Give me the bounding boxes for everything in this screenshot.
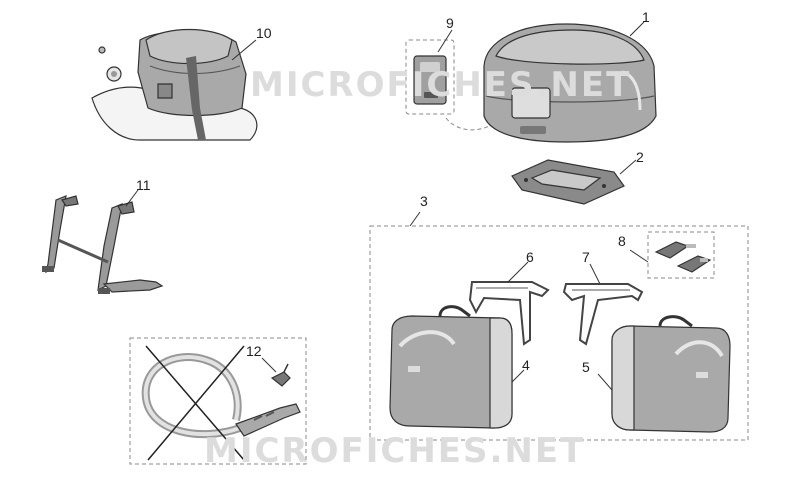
top-case-latch (520, 126, 546, 134)
callout-1[interactable]: 1 (642, 9, 650, 25)
leader-1 (629, 21, 645, 37)
key-1 (654, 241, 690, 259)
left-frame-illustration[interactable] (468, 281, 550, 346)
backrest-card (405, 39, 455, 115)
watermark-bottom: MICROFICHES.NET (204, 431, 585, 471)
leader-9 (437, 29, 453, 53)
leader-3 (409, 211, 421, 227)
mounting-plate-recess (530, 169, 602, 191)
callout-9[interactable]: 9 (446, 15, 454, 31)
top-case-reflector (511, 87, 551, 119)
callout-12[interactable]: 12 (246, 343, 262, 359)
right-case-rim (611, 325, 635, 431)
left-case-badge (408, 366, 420, 372)
right-case-handle (658, 315, 693, 328)
fuel-cap-center (111, 71, 117, 77)
leader-6 (507, 261, 529, 283)
side-cases-kit-box (369, 225, 749, 441)
tank-bag-buckle (157, 83, 173, 99)
tank-bag-lid (145, 28, 233, 65)
top-case-gloss (621, 70, 642, 111)
tank-bag-illustration[interactable] (91, 28, 258, 141)
lock-barrel (235, 403, 301, 437)
stand-right-pivot (117, 201, 135, 215)
backrest-pad-illustration[interactable] (405, 39, 455, 115)
tank-bag-strap (186, 56, 206, 140)
lock-ridges (253, 411, 275, 421)
callout-3[interactable]: 3 (420, 193, 428, 209)
plate-bolt (602, 184, 606, 188)
left-side-case-illustration[interactable] (389, 305, 513, 429)
callout-10[interactable]: 10 (256, 25, 272, 41)
stand-foot-lever (102, 279, 164, 293)
keys-illustration[interactable] (654, 241, 712, 273)
stand-left-leg (45, 195, 67, 274)
callout-4[interactable]: 4 (522, 357, 530, 373)
leader-2 (619, 159, 637, 175)
right-frame-rails (562, 283, 644, 346)
backrest-pad-clip (424, 92, 438, 98)
stand-right-leg (97, 203, 123, 292)
left-case-gloss (398, 330, 456, 348)
cable-lock-box (129, 337, 307, 465)
cable-lock-key (270, 371, 291, 387)
right-case-gloss (674, 340, 724, 358)
plate-bolt (524, 178, 528, 182)
stand-crossbar (57, 238, 109, 264)
leader-10 (231, 39, 257, 61)
right-case-badge (696, 372, 708, 378)
callout-6[interactable]: 6 (526, 249, 534, 265)
stand-foot-pad (42, 266, 54, 272)
callout-2[interactable]: 2 (636, 149, 644, 165)
callout-5[interactable]: 5 (582, 359, 590, 375)
top-case-lid (495, 29, 645, 65)
key-1-blade (686, 244, 696, 248)
watermark-top: MICROFICHES.NET (250, 65, 631, 105)
cable-lock-key-blade (283, 363, 289, 373)
callout-7[interactable]: 7 (582, 249, 590, 265)
cable-lock-illustration[interactable] (141, 345, 301, 461)
callout-11[interactable]: 11 (136, 177, 151, 193)
left-case-handle (438, 305, 471, 318)
backrest-pad-highlight (420, 62, 440, 72)
right-side-case-illustration[interactable] (611, 315, 731, 433)
cross-out-line-2 (147, 345, 245, 461)
right-frame-illustration[interactable] (562, 283, 644, 346)
leader-5 (597, 373, 613, 391)
top-case-illustration[interactable] (483, 23, 657, 143)
keys-box (647, 231, 715, 279)
leader-8 (629, 249, 649, 263)
cross-out-line-1 (145, 345, 245, 461)
leader-11 (125, 189, 139, 207)
left-frame-rails (468, 281, 550, 346)
center-stand-illustration[interactable] (42, 195, 164, 294)
mounting-plate-illustration[interactable] (511, 159, 625, 205)
stand-foot-pad (98, 288, 110, 294)
cable-loop-inner (143, 355, 241, 437)
leader-4 (511, 369, 525, 383)
mount-bolt (98, 46, 106, 54)
callout-8[interactable]: 8 (618, 233, 626, 249)
stand-left-pivot (61, 195, 79, 207)
left-case-rim (489, 317, 513, 429)
leader-7 (589, 263, 601, 285)
leader-12 (261, 357, 277, 373)
key-2-blade (700, 258, 708, 262)
